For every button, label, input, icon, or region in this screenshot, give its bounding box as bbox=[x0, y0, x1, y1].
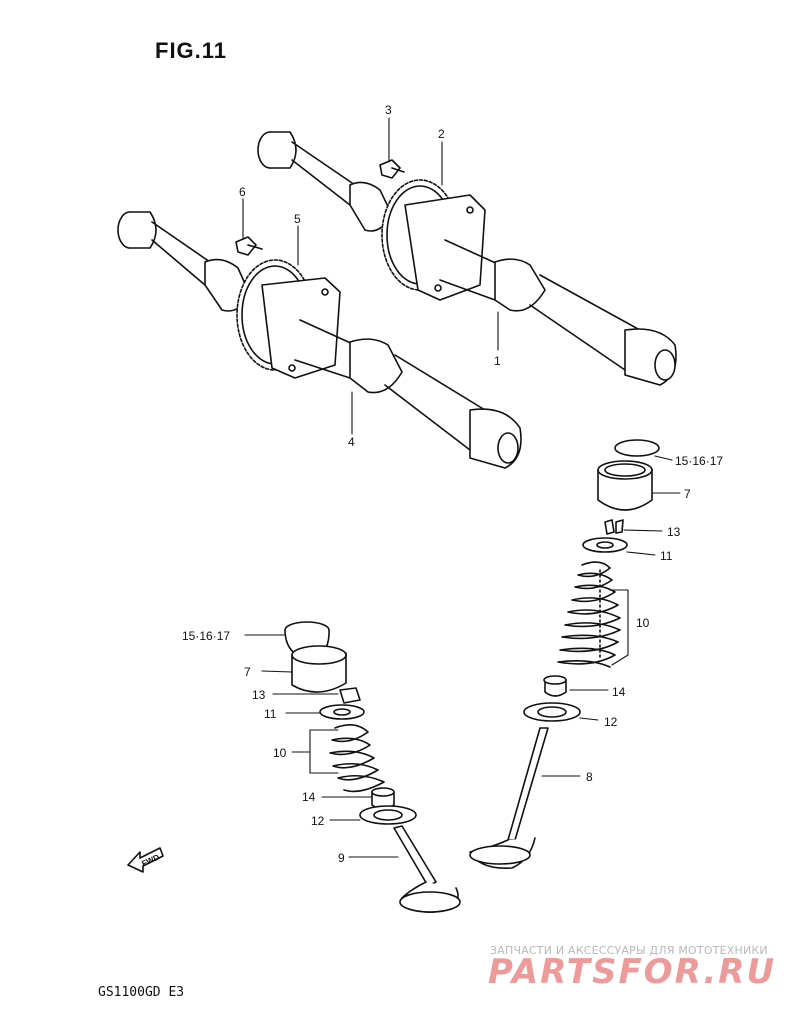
callout-1: 1 bbox=[494, 354, 501, 368]
camshaft-exhaust bbox=[257, 131, 677, 386]
leader-lines bbox=[242, 117, 681, 858]
sprocket-bolt-intake bbox=[235, 236, 263, 256]
fwd-label: FWD bbox=[140, 852, 161, 868]
watermark-tagline: ЗАПЧАСТИ И АКСЕССУАРЫ ДЛЯ МОТОТЕХНИКИ bbox=[490, 944, 768, 957]
callout-12-right: 12 bbox=[604, 715, 618, 729]
callout-3: 3 bbox=[385, 103, 392, 117]
callout-15-16-17-left: 15·16·17 bbox=[182, 629, 230, 643]
cam-sprocket-exhaust bbox=[381, 179, 486, 301]
callout-9: 9 bbox=[338, 851, 345, 865]
camshaft-intake bbox=[117, 211, 522, 469]
model-code: GS1100GD E3 bbox=[98, 985, 185, 1000]
callout-13-right: 13 bbox=[667, 525, 681, 539]
callout-7-left: 7 bbox=[244, 665, 251, 679]
callout-4: 4 bbox=[348, 435, 355, 449]
callout-7-right: 7 bbox=[684, 487, 691, 501]
figure-title: FIG.11 bbox=[155, 38, 228, 63]
callout-11-left: 11 bbox=[264, 707, 277, 721]
callout-14-left: 14 bbox=[302, 790, 316, 804]
sprocket-bolt-exhaust bbox=[379, 159, 405, 179]
watermark-logo: PARTSFOR.RU bbox=[488, 952, 777, 992]
callout-2: 2 bbox=[438, 127, 445, 141]
callout-14-right: 14 bbox=[612, 685, 626, 699]
callout-11-right: 11 bbox=[660, 549, 673, 563]
callout-15-16-17-right: 15·16·17 bbox=[675, 454, 723, 468]
callout-8: 8 bbox=[586, 770, 593, 784]
valve-assembly-left bbox=[284, 621, 461, 914]
fwd-arrow-icon bbox=[127, 847, 164, 873]
callout-12-left: 12 bbox=[311, 814, 325, 828]
callout-10-right: 10 bbox=[636, 616, 650, 630]
callout-5: 5 bbox=[294, 212, 301, 226]
callout-10-left: 10 bbox=[273, 746, 287, 760]
cam-sprocket-intake bbox=[236, 259, 341, 379]
callout-13-left: 13 bbox=[252, 688, 266, 702]
callout-6: 6 bbox=[239, 185, 246, 199]
valve-assembly-right bbox=[469, 439, 660, 869]
